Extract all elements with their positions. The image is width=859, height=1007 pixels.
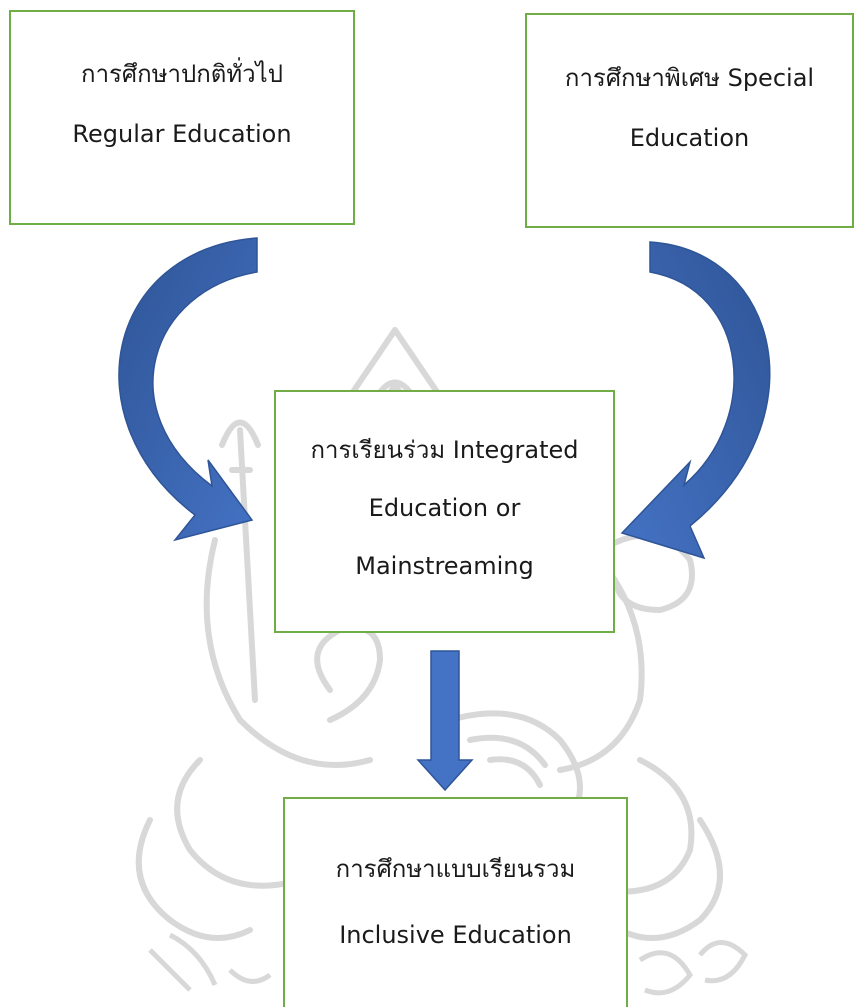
integrated-education-line3: Mainstreaming — [355, 551, 534, 580]
inclusive-education-thai: การศึกษาแบบเรียนรวม — [335, 855, 576, 883]
curved-arrow-left — [118, 237, 258, 542]
down-arrow — [416, 650, 474, 792]
special-education-line2: Education — [629, 124, 750, 152]
inclusive-education-box: การศึกษาแบบเรียนรวม Inclusive Education — [283, 797, 628, 1007]
regular-education-box: การศึกษาปกติทั่วไป Regular Education — [9, 10, 355, 225]
integrated-education-box: การเรียนร่วม Integrated Education or Mai… — [274, 390, 615, 633]
special-education-box: การศึกษาพิเศษ Special Education — [525, 13, 854, 228]
special-education-line1: การศึกษาพิเศษ Special — [564, 64, 815, 92]
regular-education-english: Regular Education — [72, 119, 292, 148]
integrated-education-line1: การเรียนร่วม Integrated — [310, 435, 579, 464]
curved-arrow-right — [620, 241, 771, 560]
inclusive-education-english: Inclusive Education — [339, 921, 572, 949]
integrated-education-line2: Education or — [368, 493, 521, 522]
regular-education-thai: การศึกษาปกติทั่วไป — [81, 59, 283, 88]
